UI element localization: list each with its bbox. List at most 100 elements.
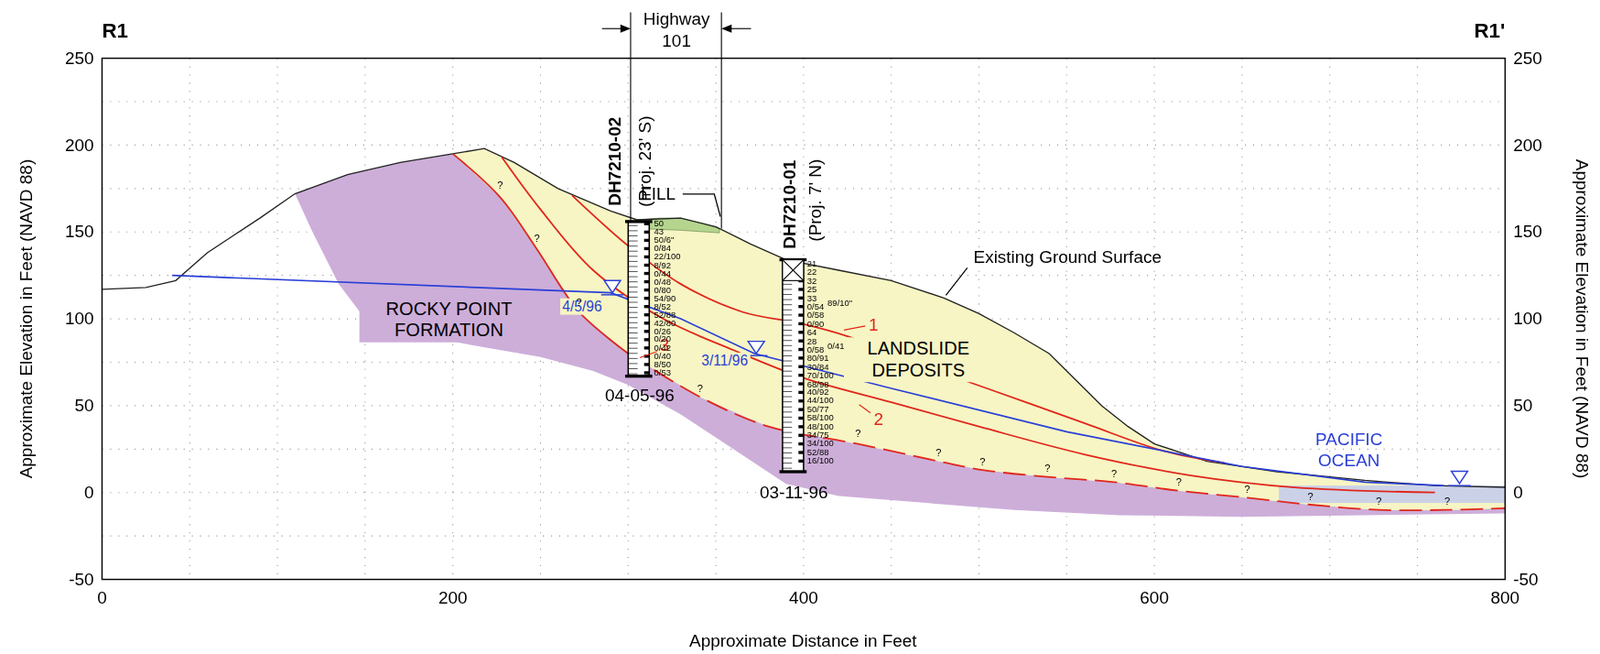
log-tick [627,322,638,324]
blow-count: 0/53 [654,367,671,377]
query-mark: ? [497,180,503,191]
log-tick [627,286,638,288]
query-mark: ? [1244,484,1251,495]
log-tick [627,270,638,272]
arrowhead [620,24,631,33]
log-tick [782,390,792,392]
sample-bar [798,296,804,300]
log-tick [782,410,792,412]
sample-bar [798,450,804,454]
text-label: 150 [1513,223,1543,241]
query-mark: ? [1176,476,1182,487]
text-label: 3/11/96 [699,352,750,369]
log-tick [627,362,638,364]
blow-count: 0/58 [807,345,824,354]
log-tick [782,299,792,301]
fill-region: FILL [632,183,684,205]
log-tick [782,303,792,305]
text-label: 250 [1513,49,1543,67]
log-tick [782,416,792,418]
text-label: 600 [1139,588,1169,606]
log-tick [627,352,638,354]
text-label: 50 [74,396,94,414]
arrowhead [721,24,732,33]
text-label: 200 [64,136,95,154]
text-label: 03-11-96 [759,483,828,501]
sample-bar [644,238,650,242]
log-tick [782,385,792,387]
text-label: R1 [101,20,129,41]
blow-count: 48/100 [807,421,834,431]
sample-bar [644,230,650,234]
log-tick [782,380,792,382]
sample-bar [644,370,650,374]
sample-bar [798,338,804,342]
log-tick [782,313,792,315]
log-tick [782,370,792,372]
blow-count: 16/100 [807,456,834,465]
text-label: -50 [1513,570,1538,588]
log-tick [782,355,792,357]
sample-bar [798,313,804,316]
callout-leader [859,404,871,413]
log-tick [782,335,792,336]
blow-count: 0/54 [807,302,824,311]
log-tick [627,260,638,262]
log-tick [627,316,638,318]
log-tick [782,349,792,351]
log-tick [782,339,792,341]
text-label: 100 [1513,310,1543,328]
text-label: 100 [64,310,95,328]
text-label: DH7210-02 [606,117,625,206]
blow-count: 30/84 [807,362,830,371]
sample-bar [798,381,804,385]
sample-bar [798,304,804,308]
sample-bar [798,433,804,437]
log-tick [782,467,792,469]
ground-leader [945,267,967,295]
grid-line [189,58,191,580]
sample-bar [644,362,650,366]
sample-bar [644,271,650,275]
log-tick [782,319,792,321]
log-tick [627,250,638,252]
borehole-log [779,259,808,472]
query-mark: ? [1444,496,1450,507]
ocean-region: PACIFIC OCEAN [1303,430,1395,471]
text-label: 150 [64,223,95,241]
log-tick [627,255,638,257]
blow-count: 68/98 [807,378,830,388]
text-label: 4/5/96 [560,298,605,315]
log-tick [782,360,792,362]
log-tick [627,357,638,359]
log-tick [782,457,792,459]
query-mark: ? [1111,468,1117,479]
water-triangle [1451,471,1469,484]
log-tick [627,332,638,334]
log-tick [782,452,792,454]
sample-bar [798,287,804,291]
sample-bar [644,263,650,267]
log-tick [782,375,792,377]
log-tick [782,421,792,422]
sample-bar [798,365,804,368]
log-tick [782,283,792,285]
blow-count: 0/41 [827,341,844,350]
cross-mark [782,259,804,282]
text-label: 2 [874,410,885,428]
dimension-extension [629,11,631,221]
blow-count: 40/92 [807,388,830,397]
log-cap [625,219,653,223]
log-tick [782,436,792,438]
sample-bar [798,390,804,394]
log-tick [782,324,792,325]
blow-count: 44/100 [807,396,834,405]
text-label: 0 [1513,483,1524,501]
log-tick [627,265,638,267]
log-tick [627,229,638,231]
sample-bar [798,442,804,445]
log-tick [627,342,638,344]
text-label: 0 [84,483,95,501]
log-tick [627,296,638,298]
